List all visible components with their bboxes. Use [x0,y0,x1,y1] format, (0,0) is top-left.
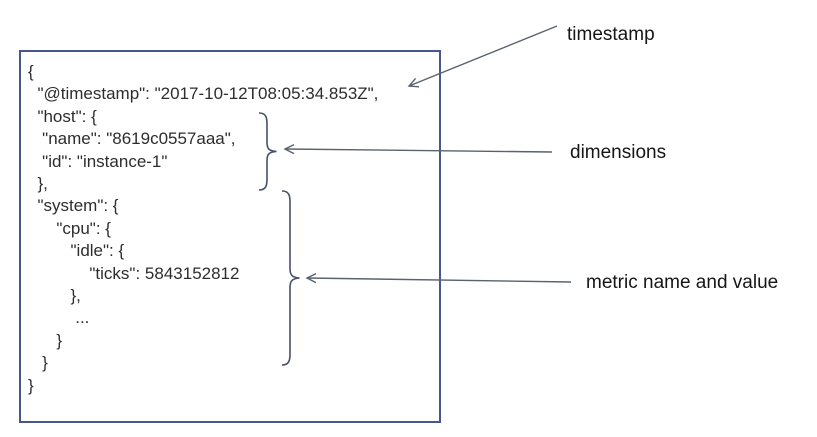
annotation-label-metric: metric name and value [586,272,779,293]
annotation-label-timestamp: timestamp [567,24,655,45]
metric-document-box: { "@timestamp": "2017-10-12T08:05:34.853… [19,50,441,423]
annotation-label-dimensions: dimensions [570,142,667,163]
metric-document-json: { "@timestamp": "2017-10-12T08:05:34.853… [28,62,379,395]
